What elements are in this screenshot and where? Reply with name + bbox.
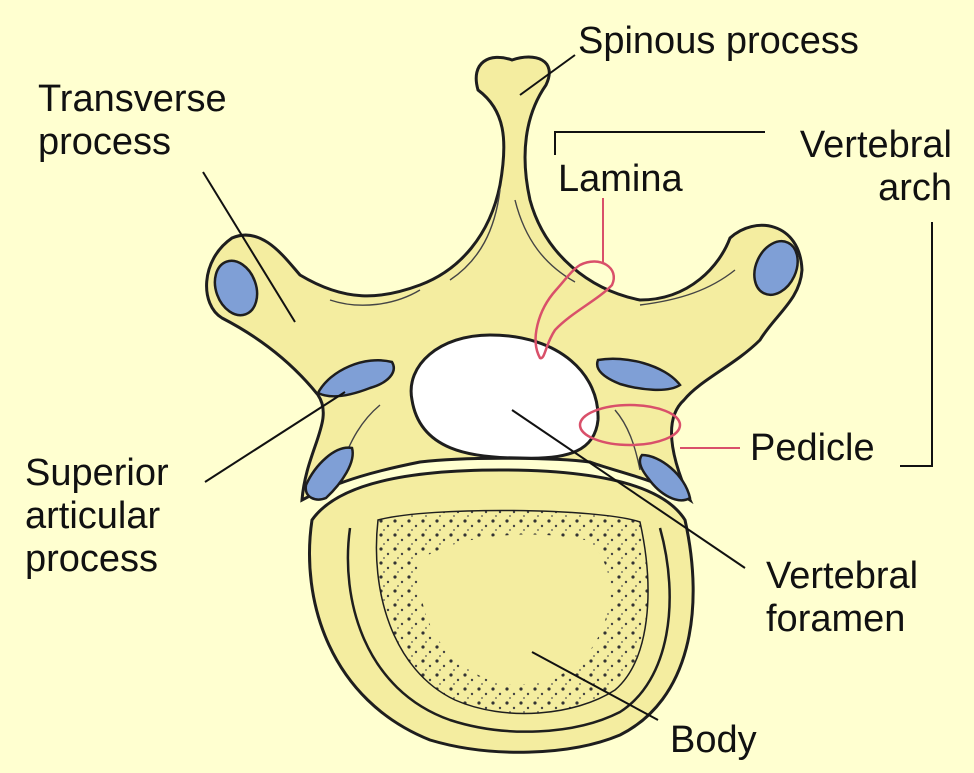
label-superior-line-3: process xyxy=(25,538,169,581)
label-superior-line-2: articular xyxy=(25,495,169,538)
label-superior-line-1: Superior xyxy=(25,452,169,495)
bracket-vertebral-arch-top xyxy=(555,132,765,155)
label-foramen-line-1: Vertebral xyxy=(766,555,918,598)
label-spinous-process: Spinous process xyxy=(578,20,859,63)
label-vertebral-arch-line-2: arch xyxy=(770,167,952,210)
vertebral-arch xyxy=(207,57,802,500)
label-vertebral-arch-line-1: Vertebral xyxy=(770,124,952,167)
label-foramen-line-2: foramen xyxy=(766,598,918,641)
label-transverse-process: Transverse process xyxy=(38,78,227,164)
label-body: Body xyxy=(670,719,757,762)
label-transverse-line-2: process xyxy=(38,121,227,164)
label-pedicle: Pedicle xyxy=(750,427,875,470)
label-vertebral-arch: Vertebral arch xyxy=(770,124,952,210)
bracket-vertebral-arch-side xyxy=(900,222,932,466)
label-lamina: Lamina xyxy=(558,158,683,201)
vertebral-body xyxy=(310,470,694,752)
label-superior-articular-process: Superior articular process xyxy=(25,452,169,581)
label-transverse-line-1: Transverse xyxy=(38,78,227,121)
label-vertebral-foramen: Vertebral foramen xyxy=(766,555,918,641)
